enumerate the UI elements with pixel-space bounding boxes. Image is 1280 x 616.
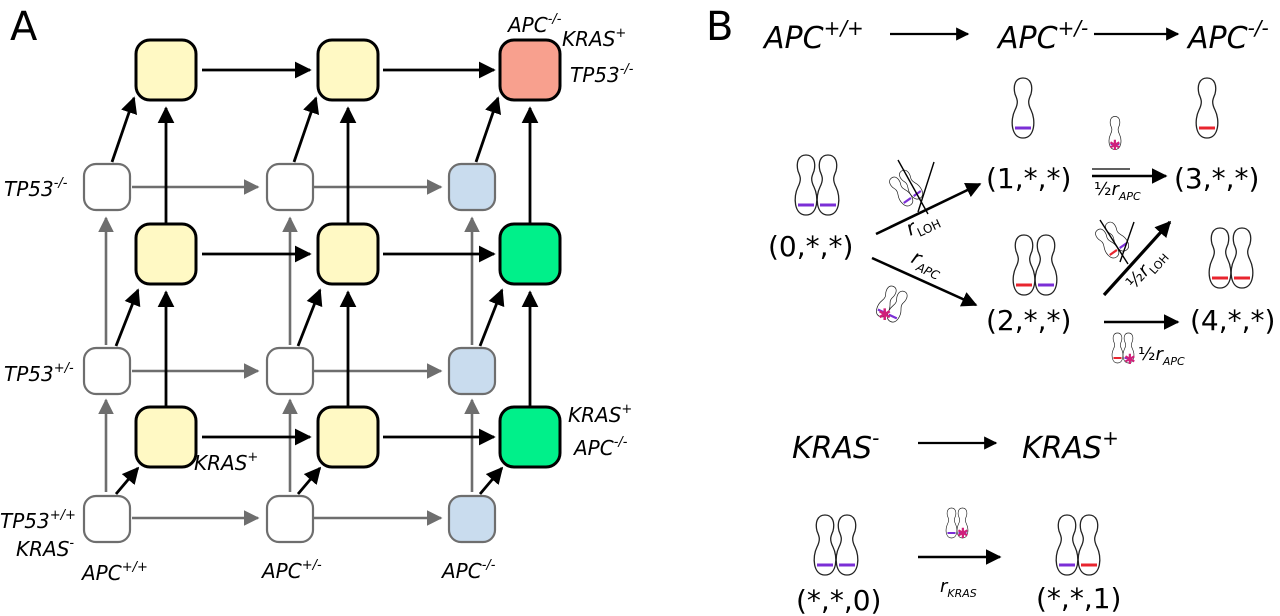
label-tp53-top: TP53-/- [570, 62, 634, 87]
header-apc-hom: APC-/- [1186, 16, 1269, 56]
loh-cut-line-2 [917, 161, 935, 213]
node-front-apcpm-tp53pm [316, 222, 380, 286]
node-back-apcpp-tp53mm [82, 162, 132, 212]
state-s0: (0,*,*) [768, 230, 853, 263]
mutation-mark-4: ✱ [957, 526, 969, 542]
panel-label-b: B [706, 4, 733, 50]
header-kras-minus: KRAS- [792, 426, 879, 466]
loh-cut-line-3 [1099, 219, 1129, 265]
node-back-apcpp-tp53pp [82, 494, 132, 544]
chromosome-pair-s4 [1208, 227, 1254, 289]
node-back-apcmm-tp53pp [447, 494, 497, 544]
node-front-apcpp-tp53pp [134, 405, 198, 469]
panel-label-a: A [10, 4, 38, 50]
panel-a-back-boxes [82, 162, 497, 544]
label-kras-minus: KRAS- [16, 536, 74, 561]
state-labels: (0,*,*) (1,*,*) (2,*,*) (3,*,*) (4,*,*) … [768, 162, 1275, 616]
state-s1: (1,*,*) [986, 162, 1071, 195]
state-k0: (*,*,0) [796, 584, 881, 616]
panel-a-black-arrows [110, 61, 539, 495]
rate-half-r-loh: ½rLOH [1122, 244, 1172, 295]
node-front-apcpm-tp53pp [316, 405, 380, 469]
rate-half-r-apc-top: ½rAPC [1094, 179, 1141, 203]
label-tp53-pp: TP53+/+ [0, 508, 76, 533]
node-back-apcpm-tp53pm [265, 346, 315, 396]
node-front-apcmm-tp53mm [498, 38, 562, 102]
rate-r-kras: rKRAS [940, 576, 977, 600]
apc-mutation-glyph-1 [873, 283, 911, 325]
label-apc-top: APC-/- [506, 12, 562, 37]
node-front-apcpp-tp53mm [134, 38, 198, 102]
label-apc-pm: APC+/- [260, 558, 322, 583]
state-s2: (2,*,*) [986, 304, 1071, 337]
label-kras-plus-right: KRAS+ [568, 402, 632, 427]
apc-header: APC+/+ APC+/- APC-/- [762, 16, 1269, 56]
label-apc-pp: APC+/+ [80, 560, 148, 585]
label-apc-right: APC-/- [572, 435, 628, 460]
label-kras-plus-mid: KRAS+ [194, 450, 258, 475]
mutation-mark-3: ✱ [1124, 352, 1136, 368]
panel-a-gray-arrows [98, 179, 480, 526]
label-apc-mm: APC-/- [440, 558, 496, 583]
loh-cut-line-4 [1119, 221, 1135, 263]
chromosome-pair-k1 [1055, 514, 1101, 576]
node-front-apcpm-tp53mm [316, 38, 380, 102]
mutation-mark-2: ✱ [1109, 138, 1121, 154]
label-tp53-pm: TP53+/- [4, 361, 74, 386]
mutation-mark-1: ✱ [878, 305, 891, 324]
state-k1: (*,*,1) [1036, 582, 1121, 615]
kras-header: KRAS- KRAS+ [792, 426, 1119, 466]
chromosome-pair-s2 [1012, 234, 1058, 296]
panel-a-labels: APC-/- KRAS+ TP53-/- TP53-/- TP53+/- TP5… [0, 12, 634, 585]
state-s4: (4,*,*) [1190, 304, 1275, 337]
label-tp53-mm: TP53-/- [4, 176, 68, 201]
apc-mutation-glyph-2 [1108, 116, 1122, 150]
chromosome-s1 [1011, 77, 1035, 139]
header-apc-het: APC+/- [996, 16, 1088, 56]
chromosome-pair-s0 [794, 154, 840, 216]
header-apc-wt: APC+/+ [762, 16, 864, 56]
apc-mutation-glyph-3 [1111, 332, 1135, 364]
chromosome-pair-k0 [813, 514, 859, 576]
node-back-apcmm-tp53mm [447, 162, 497, 212]
kras-mutation-glyph [945, 507, 969, 539]
node-back-apcpm-tp53pp [265, 494, 315, 544]
node-back-apcpp-tp53pm [82, 346, 132, 396]
node-back-apcmm-tp53pm [447, 346, 497, 396]
chromosome-s3 [1195, 77, 1219, 139]
node-front-apcmm-tp53pm [498, 222, 562, 286]
panel-a-front-boxes [134, 38, 562, 469]
node-front-apcpp-tp53pm [134, 222, 198, 286]
label-kras-top: KRAS+ [562, 26, 626, 51]
rate-half-r-apc-bottom: ½rAPC [1138, 344, 1185, 368]
node-back-apcpm-tp53mm [265, 162, 315, 212]
state-s3: (3,*,*) [1174, 162, 1259, 195]
node-front-apcmm-tp53pp [498, 405, 562, 469]
header-kras-plus: KRAS+ [1022, 426, 1119, 466]
loh-cut-line-1 [897, 159, 929, 215]
state-transition-arrows [871, 168, 1180, 565]
